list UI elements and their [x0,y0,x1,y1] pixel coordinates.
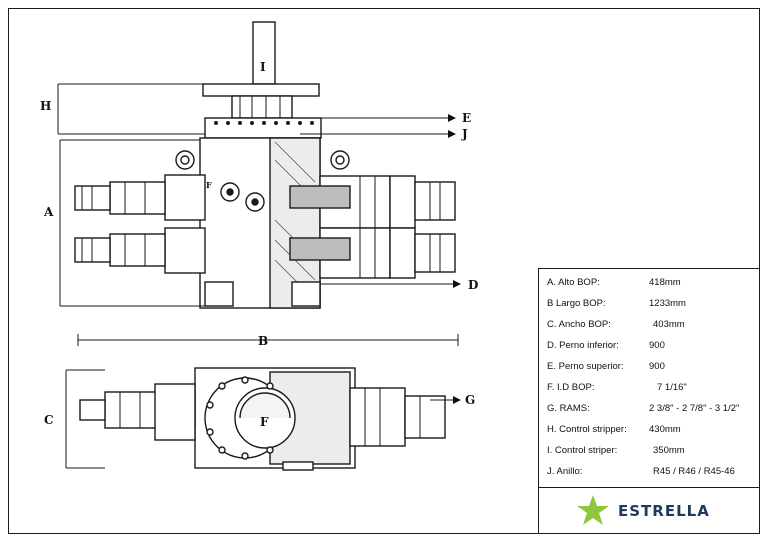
spec-table: A. Alto BOP: 418mm B Largo BOP: 1233mm C… [538,268,760,534]
spec-value: 900 [649,361,665,372]
spec-label: I. Control striper: [547,445,618,456]
label-f: F [260,415,269,429]
label-a: A [43,205,54,219]
logo-area: ESTRELLA [538,487,760,534]
spec-value: 403mm [653,319,685,330]
spec-row: D. Perno inferior: 900 [547,340,757,356]
label-e: E [462,111,471,125]
label-f-small: F [206,180,212,190]
sheet-frame [8,8,760,534]
star-icon [577,495,609,525]
spec-label: E. Perno superior: [547,361,624,372]
spec-label: D. Perno inferior: [547,340,619,351]
label-h: H [40,99,51,113]
spec-row: G. RAMS: 2 3/8" - 2 7/8" - 3 1/2" [547,403,757,419]
spec-row: I. Control striper: 350mm [547,445,757,461]
spec-label: B Largo BOP: [547,298,606,309]
spec-value: 350mm [653,445,685,456]
spec-row: A. Alto BOP: 418mm [547,277,757,293]
spec-value: 900 [649,340,665,351]
plan-right-cylinder [404,395,446,439]
spec-value: R45 / R46 / R45-46 [653,466,735,477]
upper-flange [204,117,322,139]
label-b: B [258,334,268,348]
spec-row: E. Perno superior: 900 [547,361,757,377]
spec-value: 418mm [649,277,681,288]
spec-row: B Largo BOP: 1233mm [547,298,757,314]
spec-row: F. I.D BOP: 7 1/16" [547,382,757,398]
right-lower-cylinder [414,233,456,273]
spec-label: G. RAMS: [547,403,590,414]
brand-name: ESTRELLA [618,502,710,520]
spec-value: 2 3/8" - 2 7/8" - 3 1/2" [649,403,740,414]
stripper-stem [252,21,276,85]
spec-label: F. I.D BOP: [547,382,595,393]
spec-value: 1233mm [649,298,686,309]
label-i: I [260,60,266,74]
spec-value: 430mm [649,424,681,435]
right-upper-cylinder [414,181,456,221]
spec-label: A. Alto BOP: [547,277,600,288]
label-j: J [461,127,468,141]
spec-value: 7 1/16" [657,382,687,393]
label-d: D [468,278,478,292]
stripper-plate [202,83,320,97]
spec-row: H. Control stripper: 430mm [547,424,757,440]
spec-label: J. Anillo: [547,466,583,477]
label-g: G [465,393,475,407]
spec-row: C. Ancho BOP: 403mm [547,319,757,335]
spec-label: C. Ancho BOP: [547,319,611,330]
spec-label: H. Control stripper: [547,424,627,435]
label-c: C [44,413,54,427]
spec-row: J. Anillo: R45 / R46 / R45-46 [547,466,757,482]
